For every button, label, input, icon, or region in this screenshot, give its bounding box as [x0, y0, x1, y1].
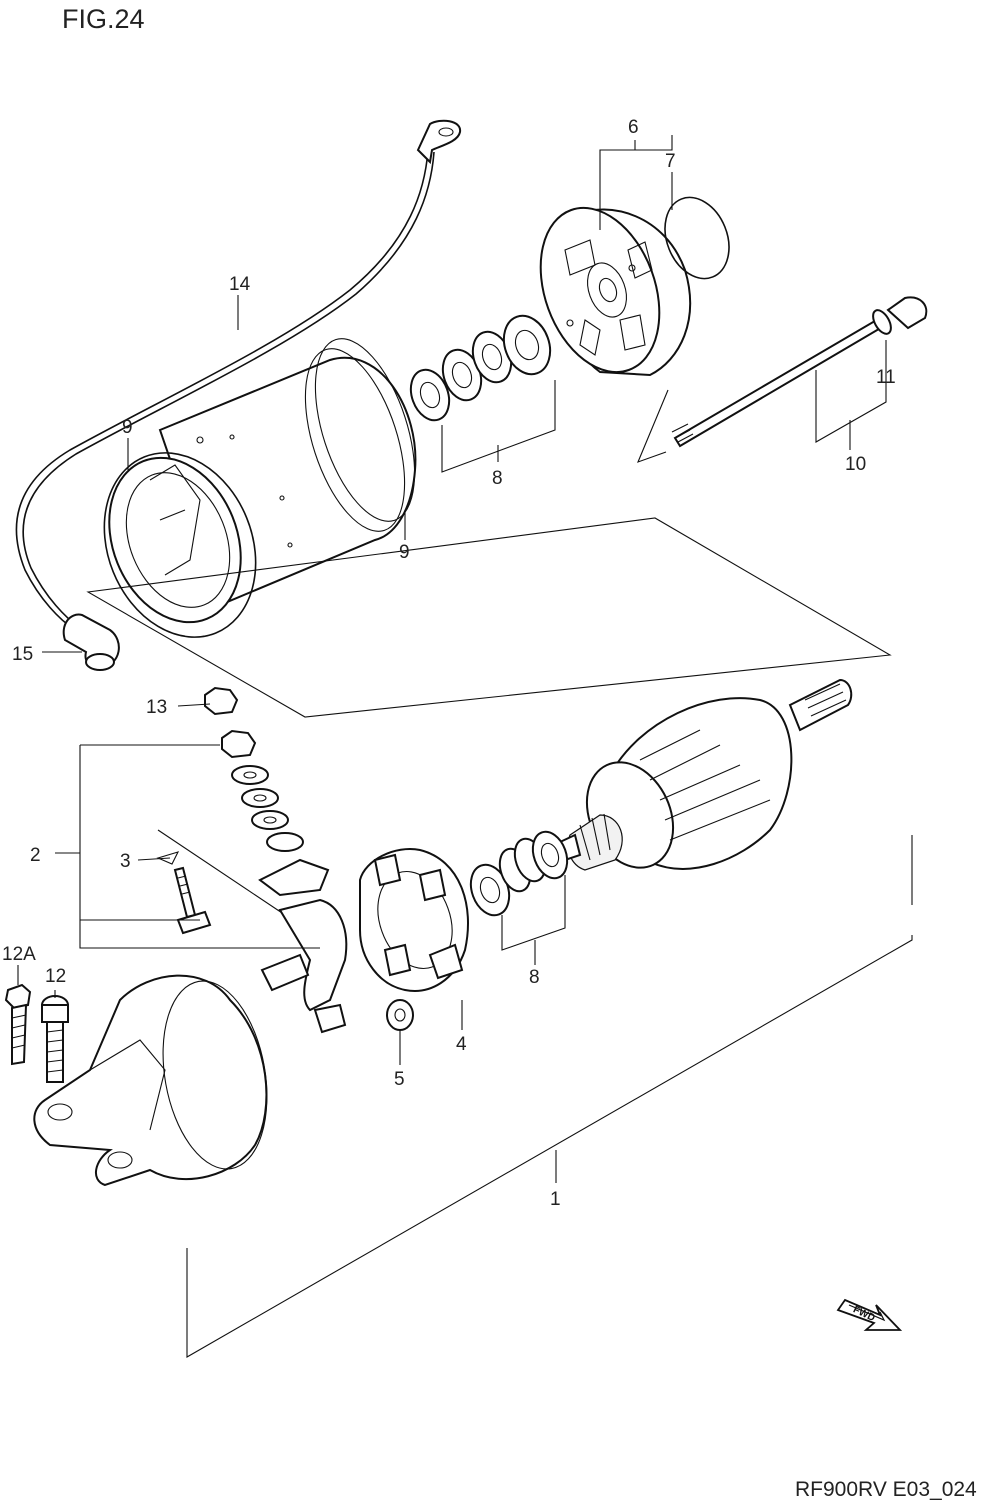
terminal-hardware: [157, 686, 332, 947]
bearing: [386, 999, 414, 1031]
callout-12a: 12A: [2, 944, 36, 965]
callout-labels: 6 7 14 11 9 10 8 9 15 13 2 3 12A 12 8 4 …: [2, 117, 896, 1210]
front-bracket: [33, 974, 268, 1187]
o-ring: [103, 452, 257, 638]
lead-wire: [15, 119, 462, 671]
fwd-label: FWD: [851, 1304, 876, 1324]
brush-holder: [260, 848, 469, 1034]
figure-code: RF900RV E03_024: [795, 1478, 977, 1501]
callout-6: 6: [628, 117, 639, 138]
figure-title: FIG.24: [62, 4, 145, 34]
terminal-bolt: [156, 851, 212, 935]
callout-leaders: [17, 135, 887, 1183]
yoke-housing: [108, 338, 417, 624]
callout-4: 4: [456, 1034, 467, 1055]
callout-9-bottom: 9: [399, 542, 410, 563]
callout-5: 5: [394, 1069, 405, 1090]
callout-15: 15: [12, 644, 33, 665]
callout-2: 2: [30, 845, 41, 866]
callout-9-top: 9: [122, 417, 133, 438]
o-ring-7: [664, 196, 730, 280]
through-bolt: [671, 296, 928, 448]
end-cover: [539, 206, 692, 377]
washer-set-lower: [469, 830, 569, 917]
screw-12: [41, 995, 69, 1083]
callout-7: 7: [665, 151, 676, 172]
callout-8-upper: 8: [492, 468, 503, 489]
callout-13: 13: [146, 697, 167, 718]
fwd-arrow-icon: FWD: [836, 1298, 903, 1331]
callout-14: 14: [229, 274, 251, 295]
callout-3: 3: [120, 851, 131, 872]
washer-set-upper: [409, 314, 552, 422]
screw-12a: [4, 983, 32, 1066]
callout-8-lower: 8: [529, 967, 540, 988]
callout-12: 12: [45, 966, 66, 987]
explode-outline: [86, 517, 892, 718]
callout-11: 11: [876, 367, 896, 388]
assembly-bracket: [186, 835, 913, 1358]
callout-1: 1: [550, 1189, 561, 1210]
armature: [558, 678, 853, 871]
callout-10: 10: [845, 454, 866, 475]
